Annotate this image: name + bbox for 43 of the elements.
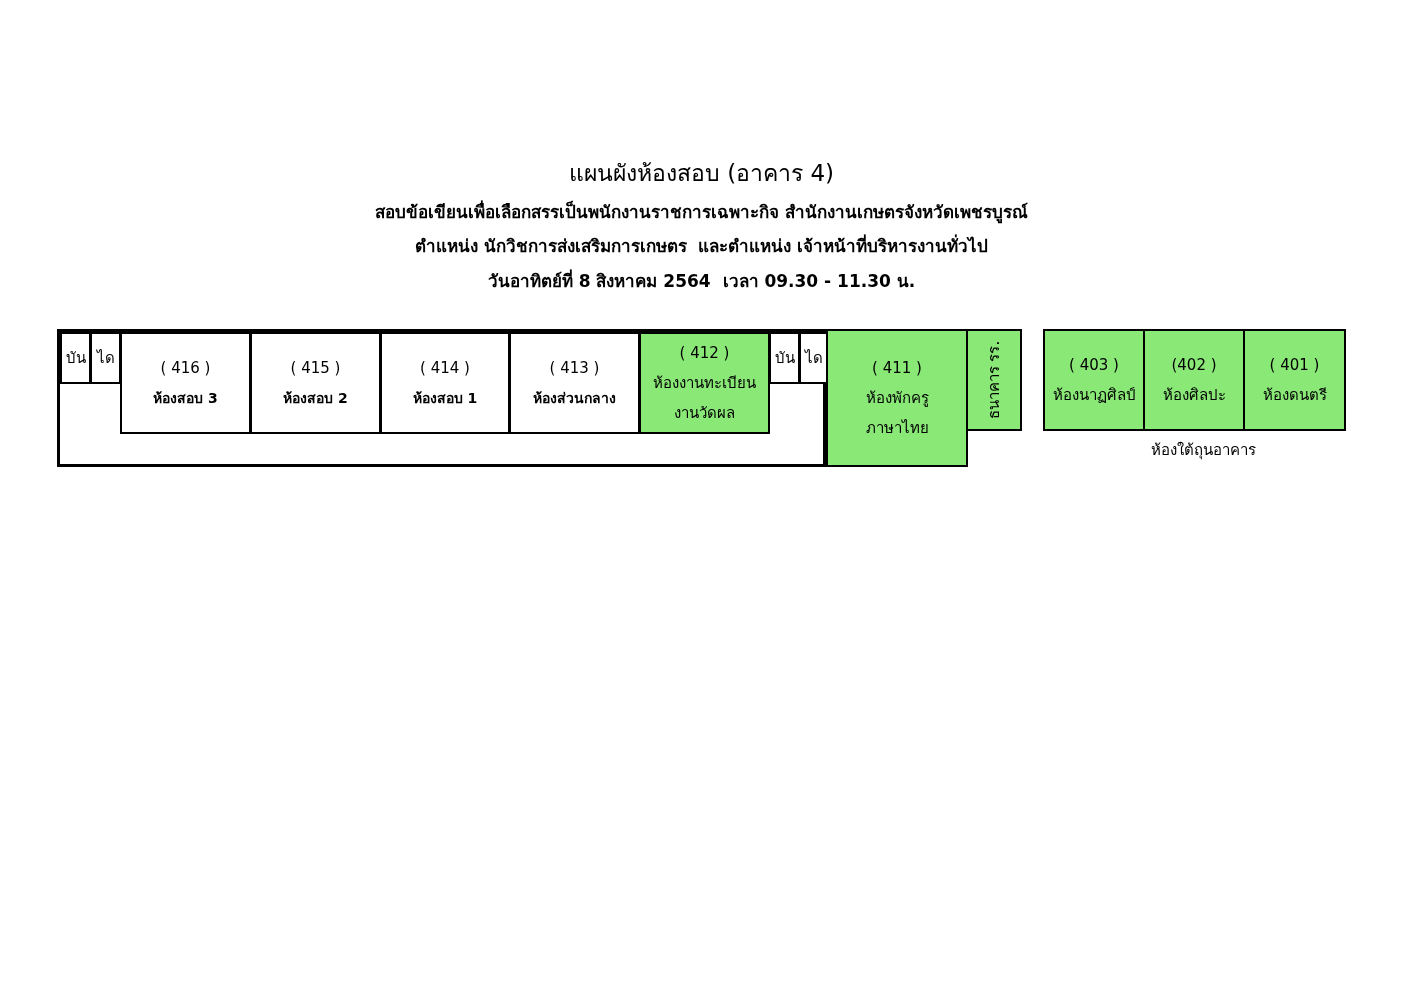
title: แผนผังห้องสอบ (อาคาร 4) <box>567 159 836 188</box>
room-number: ( 416 ) <box>160 358 211 379</box>
room-box <box>1143 329 1245 431</box>
room-box <box>509 332 640 434</box>
room-name: ห้องสอบ 3 <box>153 389 218 408</box>
stair-label: ได <box>804 348 823 369</box>
room-box <box>639 332 770 434</box>
room-name: ห้องสอบ 2 <box>283 389 348 408</box>
room-box <box>1043 329 1145 431</box>
subtitle: สอบข้อเขียนเพื่อเลือกสรรเป็นพนักงานราชการเฉพาะกิจ สำนักงานเกษตรจังหวัดเพชรบูรณ์ <box>374 199 1029 225</box>
stair-box <box>90 332 121 384</box>
room-name: ห้องส่วนกลาง <box>533 389 616 408</box>
room-name: ห้องนาฏศิลป์ <box>1052 385 1136 406</box>
room-name: ห้องดนตรี <box>1262 385 1327 406</box>
room-box <box>1243 329 1346 431</box>
stair-label: บัน <box>65 348 86 369</box>
room-name: ห้องศิลปะ <box>1162 385 1226 406</box>
building-outline <box>57 329 826 467</box>
subtitle: วันอาทิตย์ที่ 8 สิงหาคม 2564 เวลา 09.30 - 11.30 น. <box>486 268 917 293</box>
room-name: ห้องสอบ 1 <box>412 389 478 408</box>
room-number: ( 415 ) <box>290 358 341 379</box>
room-number: ( 411 ) <box>872 358 922 379</box>
room-number: ( 401 ) <box>1269 355 1320 376</box>
subtitle: ตำแหน่ง นักวิชการส่งเสริมการเกษตร และตำแหน่ง เจ้าหน้าที่บริหารงานทั่วไป <box>413 233 990 258</box>
room-box <box>120 332 251 434</box>
room-box <box>966 329 1022 431</box>
room-number: ( 414 ) <box>420 358 470 379</box>
room-number: (402 ) <box>1171 355 1217 376</box>
room-name: ธนาคาร รร. <box>984 340 1004 420</box>
stair-box <box>799 332 828 384</box>
stair-label: ได <box>96 348 115 369</box>
area-label: ห้องใต้ถุนอาคาร <box>1150 440 1257 462</box>
stair-box <box>769 332 800 384</box>
room-box <box>380 332 510 434</box>
room-number: ( 413 ) <box>549 358 600 379</box>
room-number: ( 412 ) <box>679 343 730 364</box>
room-name: ห้องงานทะเบียนงานวัดผล <box>652 373 757 424</box>
room-number: ( 403 ) <box>1069 355 1119 376</box>
room-box <box>826 329 968 467</box>
stair-label: บัน <box>774 348 795 369</box>
stair-box <box>60 332 91 384</box>
room-name: ห้องพักครูภาษาไทย <box>864 388 930 439</box>
room-box <box>250 332 381 434</box>
